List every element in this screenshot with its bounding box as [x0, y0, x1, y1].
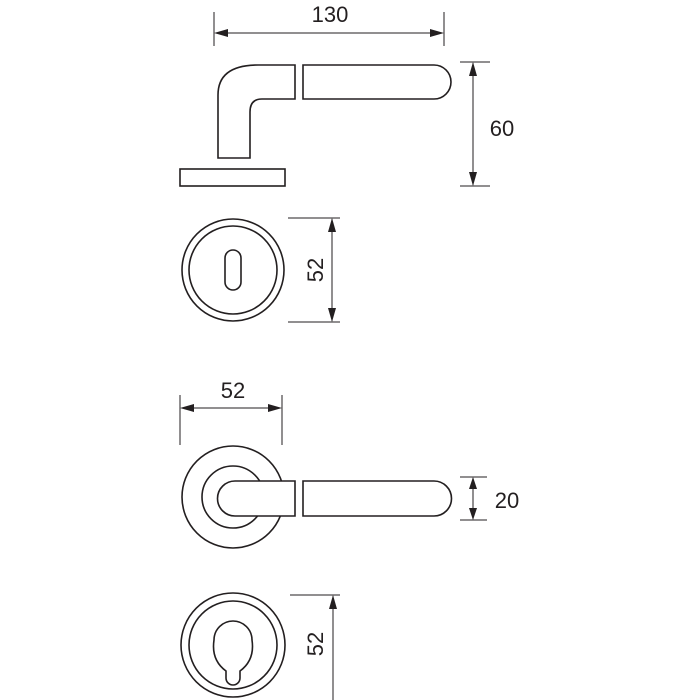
keyhole — [224, 249, 242, 291]
dim-escutcheon-cylinder: 52 — [303, 632, 328, 656]
rose-plate — [179, 168, 286, 187]
handle-front-view: 52 20 — [179, 378, 519, 549]
dim-overall-length: 130 — [312, 2, 349, 27]
lever-neck — [216, 480, 296, 517]
dim-rose-diameter: 52 — [221, 378, 245, 403]
lever-grip — [302, 64, 452, 100]
key-escutcheon: 52 — [181, 217, 340, 323]
dim-projection: 60 — [490, 116, 514, 141]
cylinder-escutcheon: 52 — [180, 592, 340, 700]
handle-elbow — [217, 64, 296, 159]
handle-side-view: 130 60 — [179, 2, 514, 187]
dim-lever-thickness: 20 — [495, 488, 519, 513]
lever-grip-front — [302, 480, 453, 517]
dim-escutcheon-key: 52 — [303, 258, 328, 282]
euro-cylinder-hole — [212, 620, 254, 686]
